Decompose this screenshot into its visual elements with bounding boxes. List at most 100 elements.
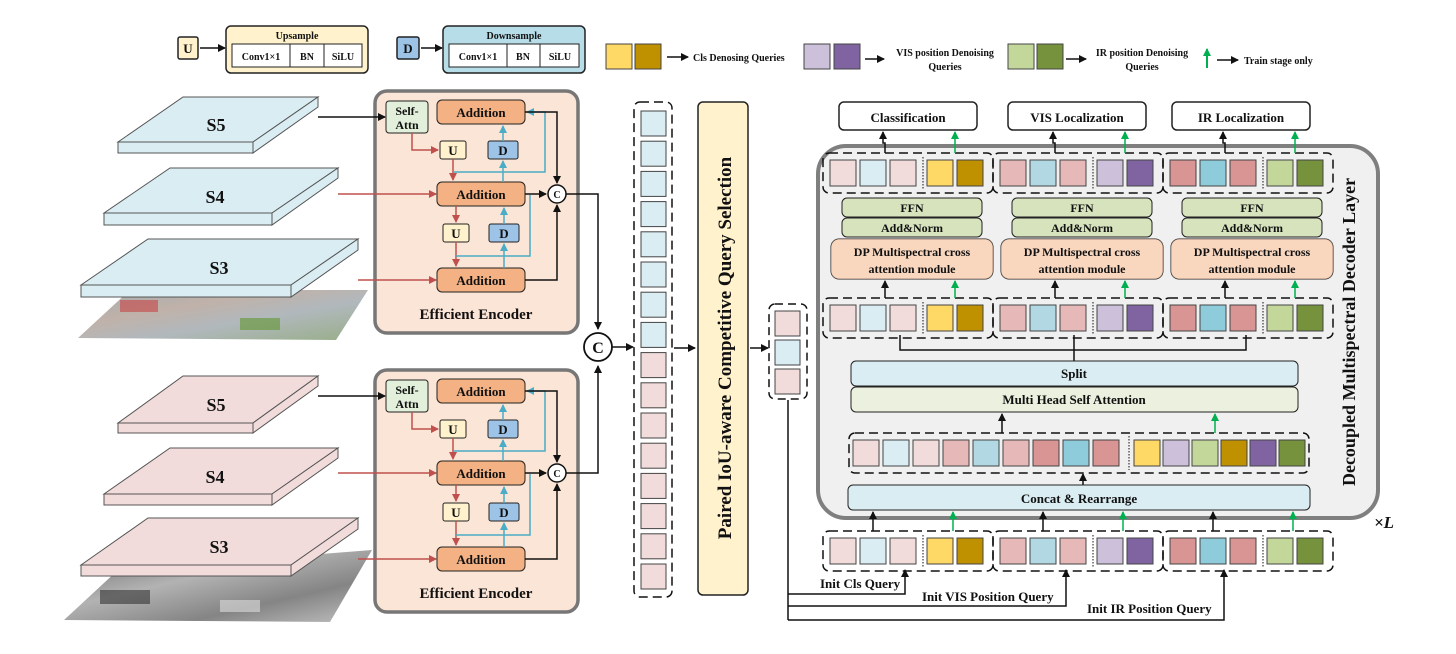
head-ir-localization: IR Localization: [1171, 101, 1311, 131]
content-token: [1169, 304, 1197, 332]
ffn-label: FFN: [900, 201, 924, 215]
content-token: [1029, 159, 1057, 187]
legend-vis-label-2: Queries: [928, 62, 961, 73]
vis-up-2-label: U: [451, 226, 461, 241]
vis-plane-s4: S4: [102, 167, 340, 226]
vis-s3-label: S3: [209, 258, 228, 278]
ffn-box: [841, 197, 983, 218]
split-label: Split: [1061, 366, 1088, 381]
content-token: [1229, 159, 1257, 187]
vis-s4-label: S4: [205, 187, 224, 207]
ir-down-2-label: D: [499, 505, 508, 520]
ir-up-2-label: U: [451, 505, 461, 520]
vis-token: [640, 231, 667, 258]
content-token: [1032, 439, 1060, 467]
addnorm-box: [841, 217, 983, 238]
denoising-token: [1266, 304, 1294, 332]
addnorm-label: Add&Norm: [1051, 221, 1113, 235]
decoder-branches: FFN Add&Norm DP Multispectral cross attenti…: [822, 131, 1334, 339]
legend-up-cell-1: Conv1×1: [242, 52, 280, 63]
query-group-border: [1162, 152, 1334, 194]
legend-vis-label-1: VIS position Denoising: [896, 48, 994, 59]
content-token: [1092, 439, 1120, 467]
ir-addition-3-label: Addition: [456, 552, 506, 567]
content-token: [859, 304, 887, 332]
vis-concat-small-label: C: [553, 190, 560, 201]
query-selection: Paired IoU-aware Competitive Query Selec…: [697, 101, 808, 596]
decoder: Decoupled Multispectral Decoder Layer ×L…: [816, 101, 1394, 532]
cross-attn-label-1: DP Multispectral cross: [1194, 245, 1311, 259]
content-token: [999, 159, 1027, 187]
init-query-paths: Init Cls Query Init VIS Position Query I…: [787, 400, 1228, 621]
legend-cls-label: Cls Denosing Queries: [693, 53, 785, 64]
legend-up-cell-2: BN: [300, 52, 315, 63]
init-ir-group: [1162, 530, 1334, 572]
denoising-token: [1266, 537, 1294, 565]
selected-tokens: [774, 310, 801, 395]
legend-train-only: Train stage only: [1203, 48, 1313, 68]
denoising-token: [1278, 439, 1306, 467]
head-classification: Classification: [838, 101, 978, 131]
vis-token: [640, 110, 667, 137]
cross-attn-label-2: attention module: [869, 262, 957, 276]
ffn-label: FFN: [1070, 201, 1094, 215]
ir-s5-label: S5: [206, 395, 225, 415]
cross-attn-label-2: attention module: [1209, 262, 1297, 276]
denoising-token: [1096, 159, 1124, 187]
ir-plane-s4: S4: [102, 447, 340, 506]
query-group-border: [1162, 297, 1334, 339]
ir-token: [640, 503, 667, 530]
legend: U Upsample Conv1×1 BN SiLU D Downsample …: [177, 25, 1313, 74]
content-token: [1029, 304, 1057, 332]
denoising-token: [1126, 159, 1154, 187]
legend-ir-label-1: IR position Denoising: [1096, 48, 1188, 59]
content-token: [829, 159, 857, 187]
ir-concat-small-label: C: [553, 469, 560, 480]
denoising-token: [1296, 304, 1324, 332]
ir-down-1-label: D: [498, 422, 507, 437]
ir-token: [640, 472, 667, 499]
addnorm-box: [1181, 217, 1323, 238]
ir-token: [640, 533, 667, 560]
denoising-token: [926, 304, 954, 332]
denoising-token: [1126, 304, 1154, 332]
vis-token: [640, 291, 667, 318]
content-token: [889, 304, 917, 332]
query-group-border: [992, 530, 1164, 572]
ir-s3-label: S3: [209, 537, 228, 557]
denoising-token: [1266, 159, 1294, 187]
decoder-title: Decoupled Multispectral Decoder Layer: [1339, 178, 1359, 486]
denoising-token: [956, 304, 984, 332]
content-token: [1059, 537, 1087, 565]
vis-input-group: [992, 297, 1164, 339]
vis-down-2-label: D: [499, 226, 508, 241]
content-token: [852, 439, 880, 467]
content-token: [882, 439, 910, 467]
token-column: [640, 110, 667, 590]
vis-token: [640, 321, 667, 348]
vis-up-1-label: U: [448, 143, 458, 158]
arrow: [1049, 131, 1057, 153]
ffn-box: [1011, 197, 1153, 218]
content-token: [1199, 304, 1227, 332]
content-token: [1229, 304, 1257, 332]
head-vis-label: VIS Localization: [1030, 110, 1124, 125]
content-token: [912, 439, 940, 467]
cross-attn-fill: [1001, 239, 1163, 279]
encoder-vis: Self- Attn Addition Addition Addition U …: [318, 89, 580, 335]
content-token: [889, 537, 917, 565]
ir-token: [640, 563, 667, 590]
ir-encoder-title: Efficient Encoder: [420, 586, 533, 602]
legend-ir-denoising: IR position Denoising Queries: [1007, 43, 1188, 73]
vis-s5-label: S5: [206, 115, 225, 135]
content-token: [859, 159, 887, 187]
encoder-ir: Self- Attn Addition Addition Addition U …: [318, 368, 580, 614]
content-token: [1169, 537, 1197, 565]
backbone-ir: S5 S4 S3: [64, 375, 372, 622]
denoising-token: [1133, 439, 1161, 467]
denoising-token: [1162, 439, 1190, 467]
content-token: [1169, 159, 1197, 187]
query-group-border: [1162, 530, 1334, 572]
